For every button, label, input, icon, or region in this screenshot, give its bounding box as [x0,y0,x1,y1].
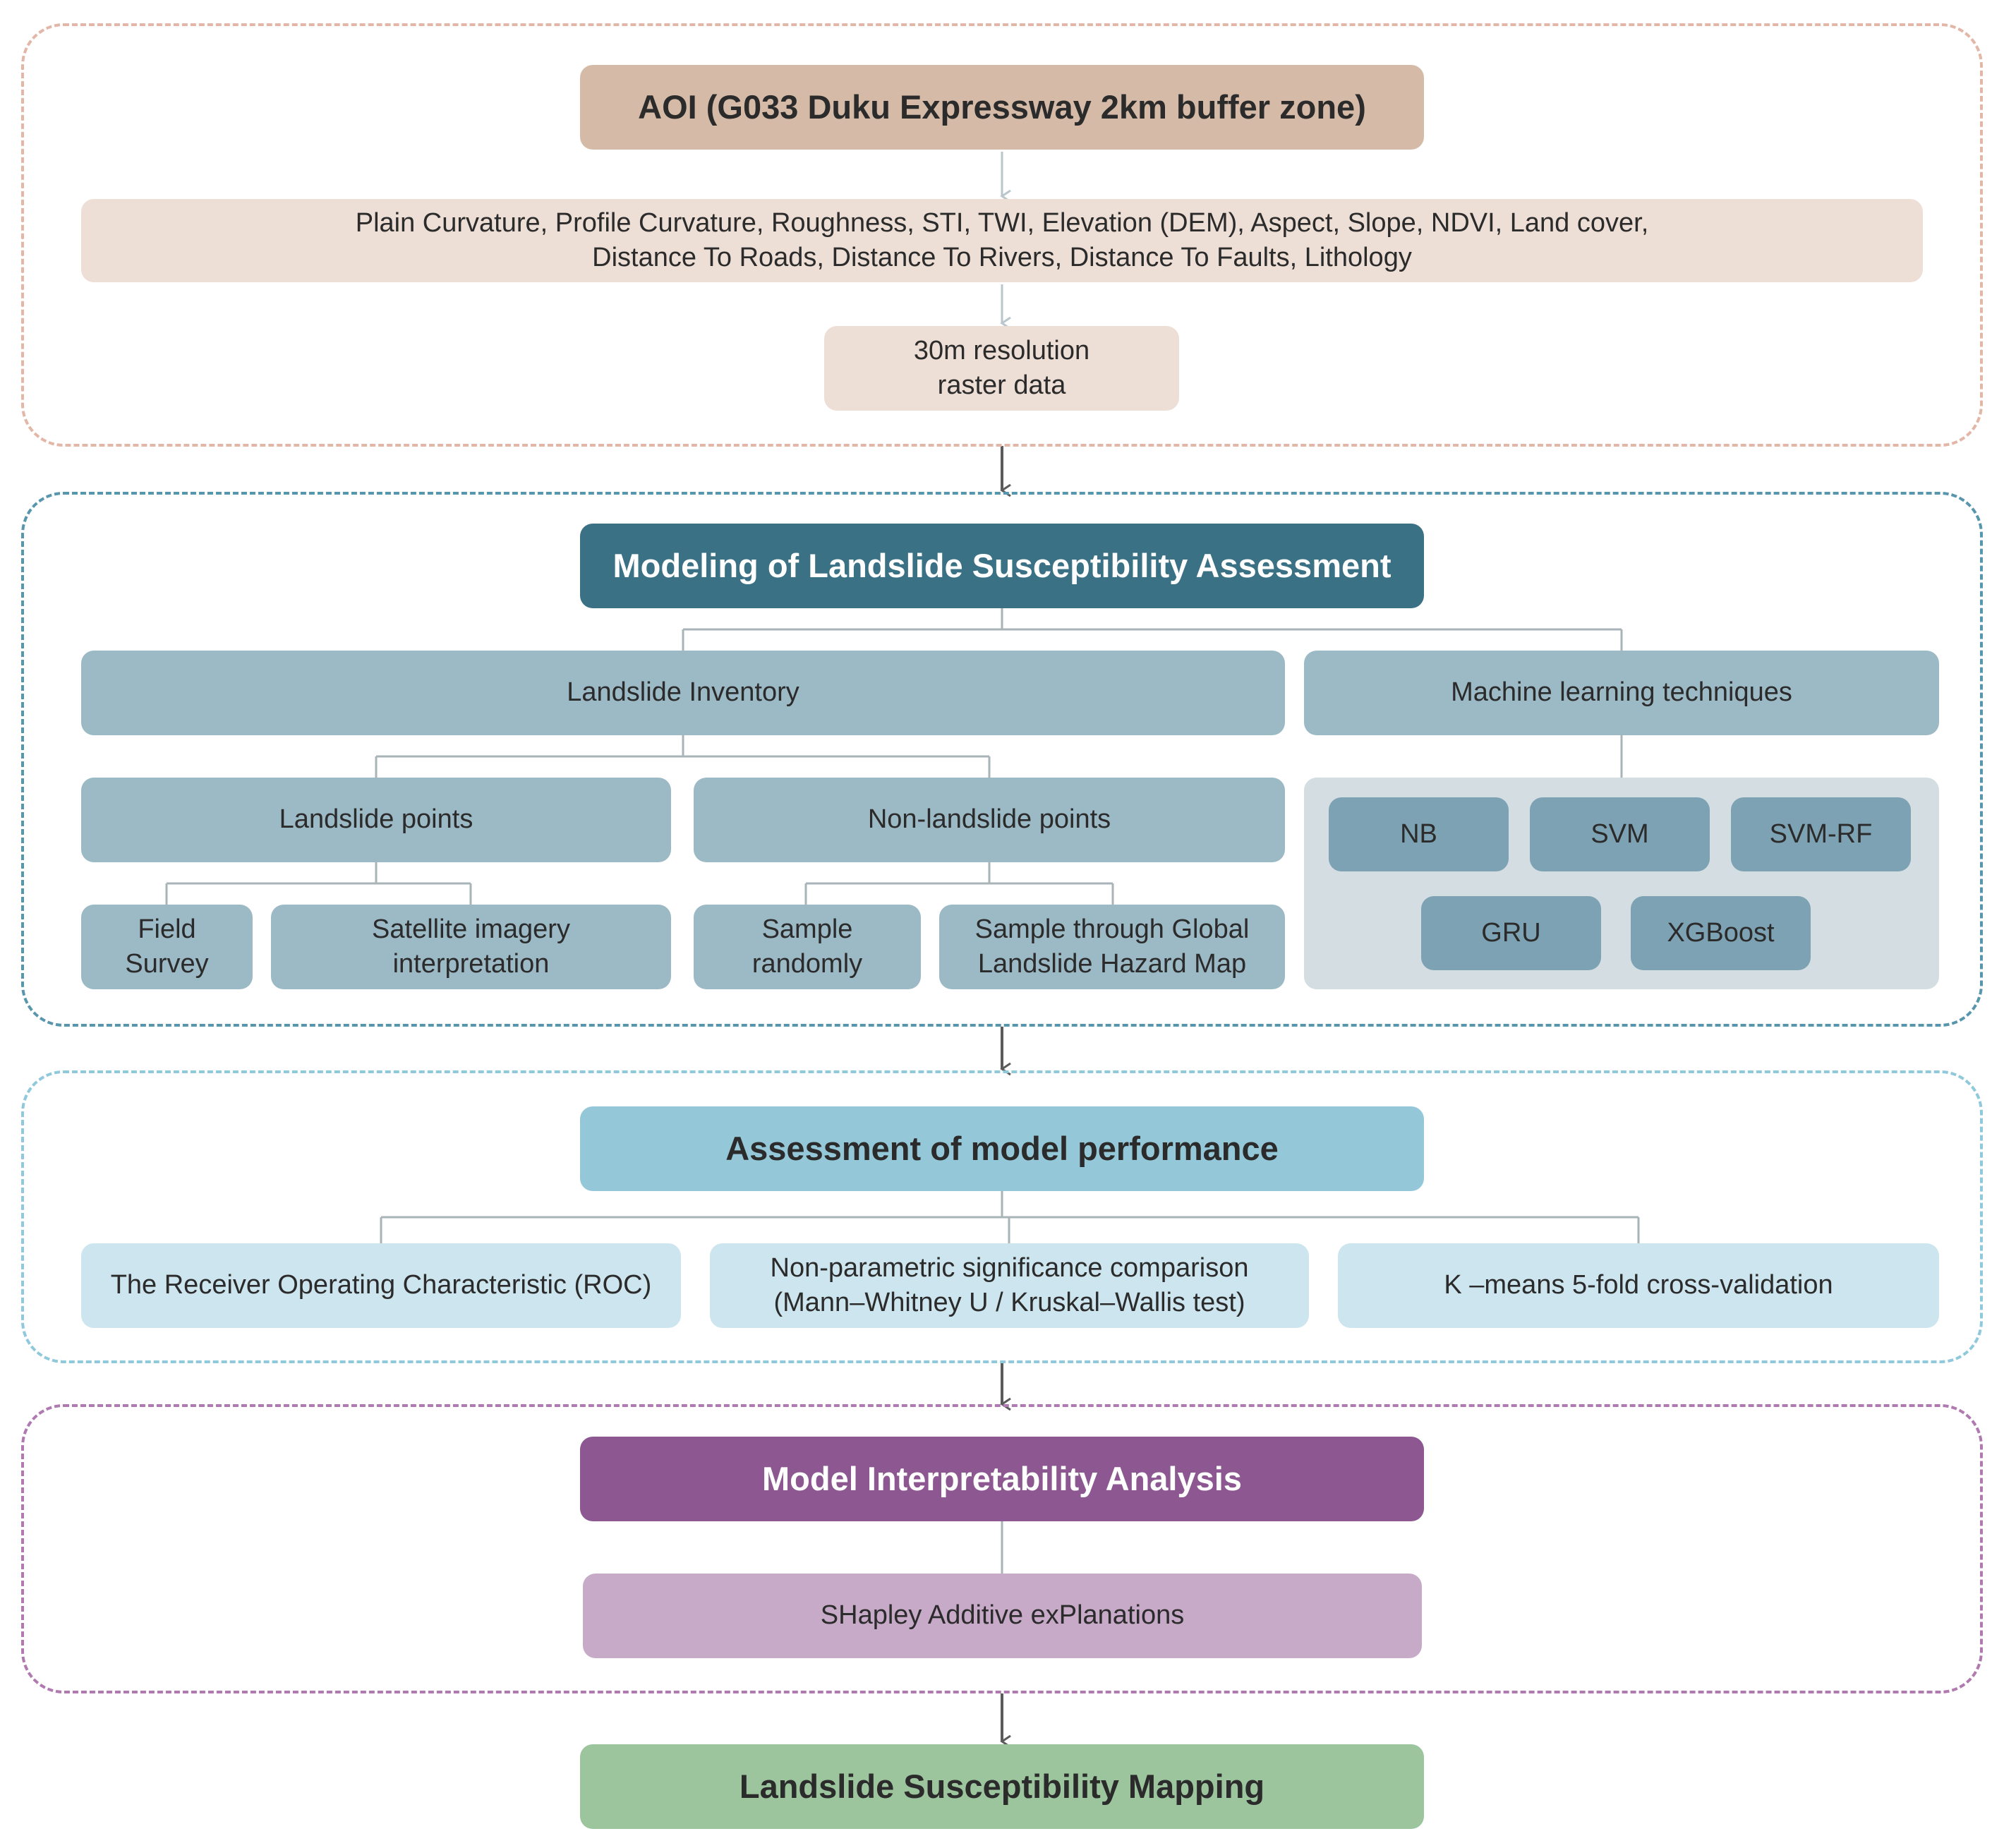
satellite-label: Satellite imagery interpretation [372,914,570,979]
nonparam-label: Non-parametric significance comparison (… [770,1252,1249,1317]
non-landslide-points-box: Non-landslide points [694,778,1285,862]
modeling-panel [21,492,1983,1027]
landslide-inventory-label: Landslide Inventory [567,677,799,708]
field-survey-label: Field Survey [125,914,209,979]
sample-global-label: Sample through Global Landslide Hazard M… [974,914,1250,979]
factors-label: Plain Curvature, Profile Curvature, Roug… [355,207,1649,272]
data-preparation-panel [21,23,1983,447]
nonparam-box: Non-parametric significance comparison (… [710,1243,1309,1328]
model-svm-box: SVM [1530,797,1710,871]
satellite-box: Satellite imagery interpretation [271,905,671,989]
modeling-title-box: Modeling of Landslide Susceptibility Ass… [580,524,1424,608]
raster-label: 30m resolution raster data [913,335,1090,400]
assessment-title-box: Assessment of model performance [580,1106,1424,1191]
landslide-points-box: Landslide points [81,778,671,862]
assessment-tree [380,1191,1640,1243]
model-gru-label: GRU [1481,917,1541,948]
model-nb-box: NB [1329,797,1509,871]
shap-box: SHapley Additive exPlanations [583,1574,1422,1658]
mapping-title: Landslide Susceptibility Mapping [739,1768,1265,1806]
modeling-tree [165,608,1623,905]
interpretability-title-box: Model Interpretability Analysis [580,1437,1424,1521]
roc-box: The Receiver Operating Characteristic (R… [81,1243,681,1328]
assessment-title: Assessment of model performance [725,1130,1279,1168]
model-svm-rf-label: SVM-RF [1769,819,1873,849]
kfold-label: K –means 5-fold cross-validation [1444,1270,1833,1300]
model-gru-box: GRU [1421,896,1601,970]
field-survey-box: Field Survey [81,905,253,989]
sample-global-box: Sample through Global Landslide Hazard M… [939,905,1285,989]
aoi-box: AOI (G033 Duku Expressway 2km buffer zon… [580,65,1424,150]
shap-label: SHapley Additive exPlanations [820,1600,1185,1631]
model-svm-label: SVM [1590,819,1649,849]
aoi-label: AOI (G033 Duku Expressway 2km buffer zon… [638,88,1366,126]
kfold-box: K –means 5-fold cross-validation [1338,1243,1939,1328]
model-xgboost-label: XGBoost [1667,917,1775,948]
assessment-panel [21,1070,1983,1363]
landslide-points-label: Landslide points [279,804,473,835]
sample-randomly-box: Sample randomly [694,905,921,989]
mapping-box: Landslide Susceptibility Mapping [580,1744,1424,1829]
interpretability-title: Model Interpretability Analysis [762,1460,1242,1498]
sample-randomly-label: Sample randomly [752,914,863,979]
factors-box: Plain Curvature, Profile Curvature, Roug… [81,199,1923,282]
ml-techniques-box: Machine learning techniques [1304,651,1939,735]
ml-techniques-label: Machine learning techniques [1451,677,1792,708]
raster-box: 30m resolution raster data [824,326,1179,411]
model-xgboost-box: XGBoost [1631,896,1811,970]
model-svm-rf-box: SVM-RF [1731,797,1911,871]
modeling-title: Modeling of Landslide Susceptibility Ass… [612,547,1392,585]
interpretability-panel [21,1404,1983,1693]
model-nb-label: NB [1400,819,1437,849]
roc-label: The Receiver Operating Characteristic (R… [110,1270,652,1300]
landslide-inventory-box: Landslide Inventory [81,651,1285,735]
non-landslide-points-label: Non-landslide points [867,804,1111,835]
